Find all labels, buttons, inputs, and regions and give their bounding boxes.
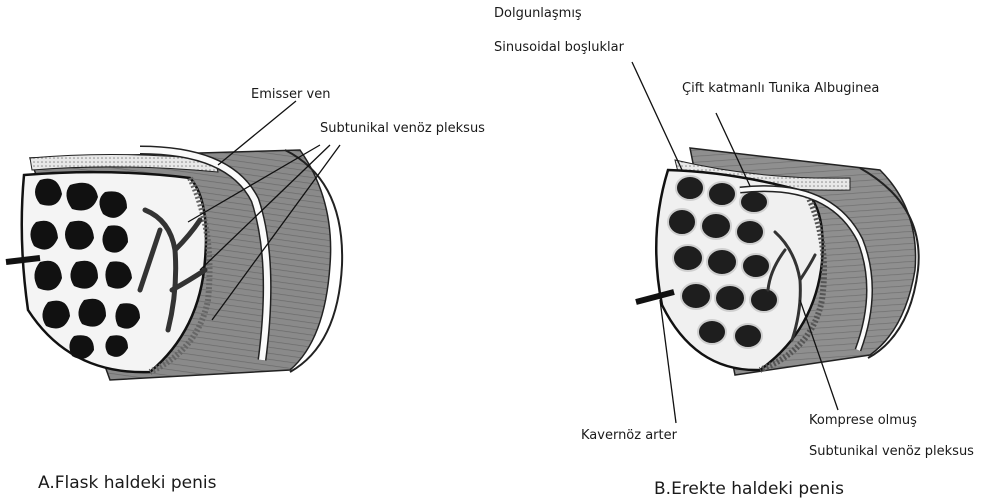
label-cavernous-artery: Kavernöz arter: [581, 428, 677, 444]
label-tunica-albuginea: Çift katmanlı Tunika Albuginea: [682, 81, 879, 97]
label-subtunical-plexus-a: Subtunikal venöz pleksus: [320, 121, 485, 137]
label-emissary-vein: Emisser ven: [251, 87, 330, 103]
label-compressed: Komprese olmuş: [809, 413, 917, 429]
panel-a-drawing: [6, 101, 342, 380]
label-subtunical-plexus-b: Subtunikal venöz pleksus: [809, 444, 974, 460]
panel-b-drawing: [632, 62, 919, 423]
label-filled: Dolgunlaşmış: [494, 6, 582, 22]
label-sinusoidal-spaces: Sinusoidal boşluklar: [494, 40, 624, 56]
caption-panel-b: B.Erekte haldeki penis: [654, 479, 844, 499]
caption-panel-a: A.Flask haldeki penis: [38, 473, 217, 493]
